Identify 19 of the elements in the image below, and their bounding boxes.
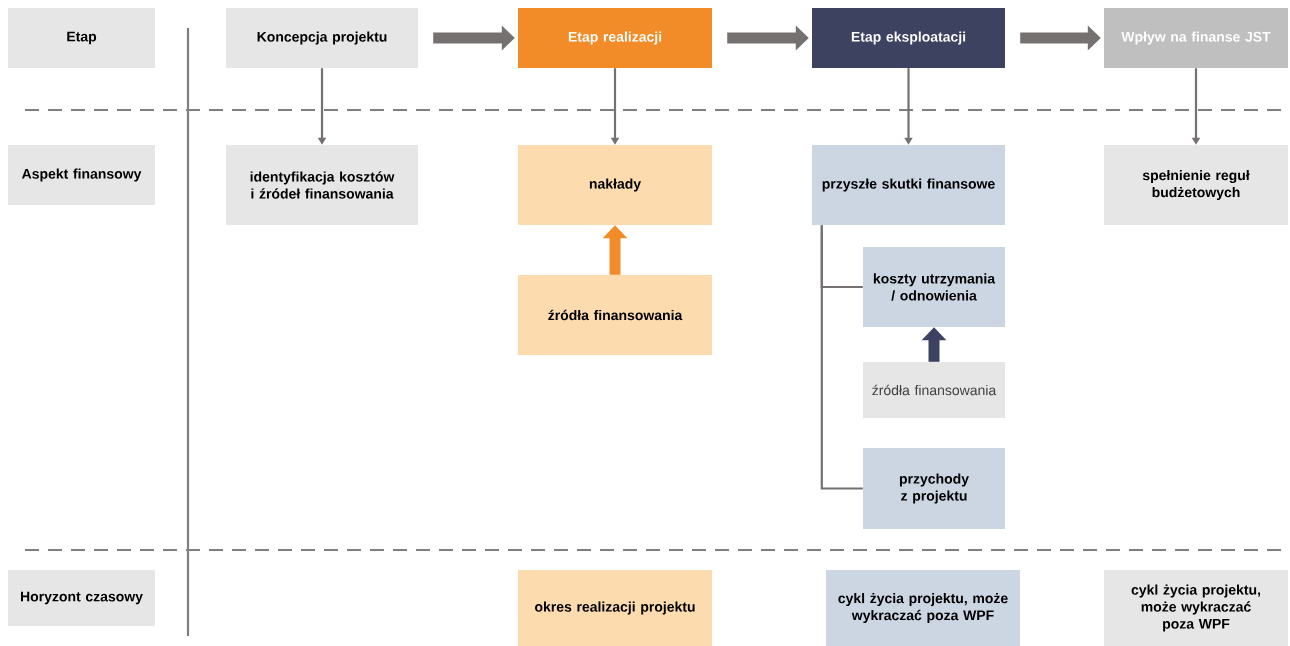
horizon-box: cykl życia projektu, może wykraczać poza WPF [826, 570, 1020, 646]
stage-box: Etap eksploatacji [812, 8, 1005, 68]
stage-box: Wpływ na finanse JST [1104, 8, 1288, 68]
connector-line [820, 225, 863, 490]
row-label-box: Etap [8, 8, 155, 68]
row-label-box: Aspekt finansowy [8, 145, 155, 205]
source-box: źródła finansowania [863, 362, 1005, 418]
aspect-box: nakłady [518, 145, 712, 225]
revenue-box: przychody z projektu [863, 448, 1005, 529]
horizon-box: okres realizacji projektu [518, 570, 712, 646]
horizon-box: cykl życia projektu, może wykraczać poza WPF [1104, 570, 1288, 646]
stage-box: Koncepcja projektu [226, 8, 418, 68]
aspect-box: przyszłe skutki finansowe [812, 145, 1005, 225]
row-label-box: Horyzont czasowy [8, 570, 155, 626]
source-box: źródła finansowania [518, 275, 712, 355]
aspect-box: identyfikacja kosztów i źródeł finansowania [226, 145, 418, 225]
cost-box: koszty utrzymania / odnowienia [863, 247, 1005, 327]
stage-box: Etap realizacji [518, 8, 712, 68]
aspect-box: spełnienie reguł budżetowych [1104, 145, 1288, 225]
